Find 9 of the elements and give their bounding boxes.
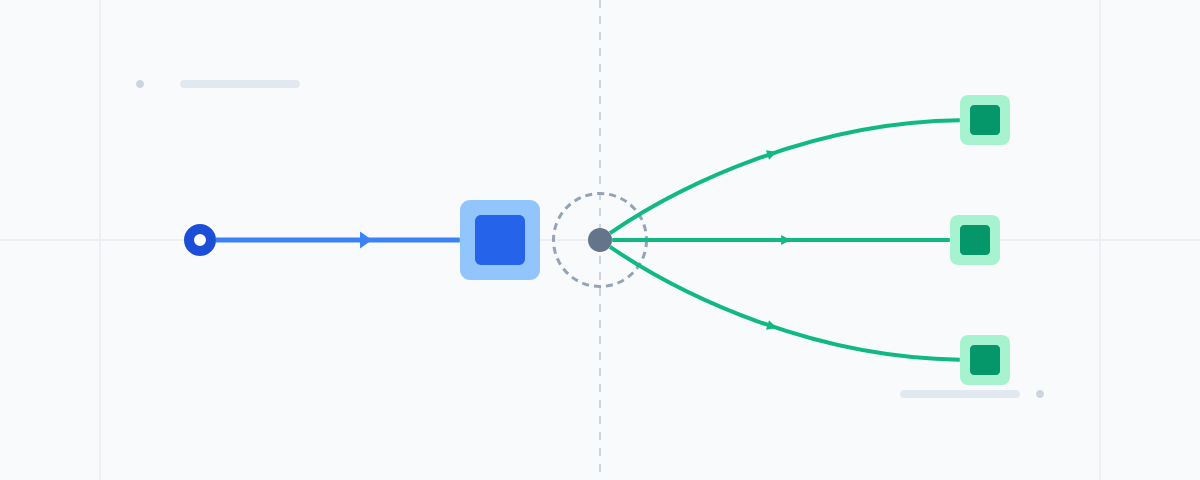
square-node [460,200,540,280]
square-node [950,215,1000,265]
arrow [612,235,950,245]
square-node [960,335,1010,385]
hub-dot [588,228,612,252]
arrow [609,245,960,362]
arrow [609,118,960,235]
square-node [960,95,1010,145]
ring-node [184,224,216,256]
